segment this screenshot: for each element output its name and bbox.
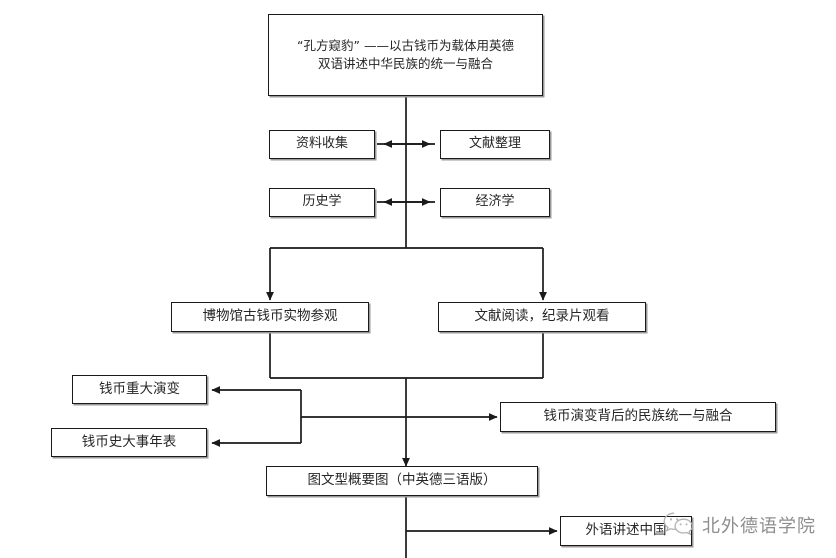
node-history-label: 历史学 bbox=[302, 194, 342, 210]
watermark-label: 北外德语学院 bbox=[702, 516, 816, 537]
node-read-watch: 文献阅读，纪录片观看 bbox=[438, 302, 646, 332]
node-coin-chrono: 钱币史大事年表 bbox=[51, 428, 207, 457]
node-unity-fusion: 钱币演变背后的民族统一与融合 bbox=[500, 402, 776, 432]
node-museum-visit: 博物馆古钱币实物参观 bbox=[171, 302, 369, 332]
node-lit-sort-label: 文献整理 bbox=[468, 136, 521, 152]
node-tell-china-label: 外语讲述中国 bbox=[585, 522, 667, 539]
node-lit-sort: 文献整理 bbox=[440, 130, 550, 159]
node-coin-chrono-label: 钱币史大事年表 bbox=[81, 433, 177, 450]
wechat-icon bbox=[663, 512, 693, 536]
node-museum-visit-label: 博物馆古钱币实物参观 bbox=[202, 308, 338, 325]
node-unity-fusion-label: 钱币演变背后的民族统一与融合 bbox=[543, 408, 733, 425]
node-title: “孔方窥豹” ——以古钱币为载体用英德 双语讲述中华民族的统一与融合 bbox=[268, 14, 543, 96]
node-tell-china: 外语讲述中国 bbox=[560, 516, 692, 546]
node-summary-map: 图文型概要图（中英德三语版） bbox=[266, 466, 538, 496]
node-economics-label: 经济学 bbox=[475, 194, 515, 210]
node-coin-evol-label: 钱币重大演变 bbox=[99, 380, 180, 397]
node-history: 历史学 bbox=[269, 188, 375, 217]
node-coin-evol: 钱币重大演变 bbox=[72, 375, 207, 404]
watermark: 北外德语学院 bbox=[662, 510, 816, 540]
node-read-watch-label: 文献阅读，纪录片观看 bbox=[474, 308, 610, 325]
node-summary-map-label: 图文型概要图（中英德三语版） bbox=[307, 472, 497, 489]
node-title-label: “孔方窥豹” ——以古钱币为载体用英德 双语讲述中华民族的统一与融合 bbox=[297, 37, 514, 71]
node-data-collect: 资料收集 bbox=[269, 130, 375, 159]
node-data-collect-label: 资料收集 bbox=[295, 136, 348, 152]
node-economics: 经济学 bbox=[440, 188, 550, 217]
